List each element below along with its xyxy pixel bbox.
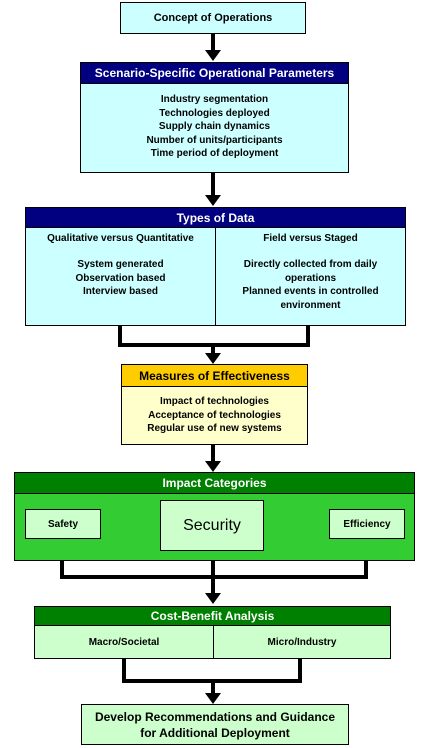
data-type-item: operations [284,272,337,284]
micro-industry-cell: Micro/Industry [214,626,390,659]
data-type-item: environment [280,299,341,311]
parameters-box: Scenario-Specific Operational Parameters… [80,62,349,173]
effectiveness-list: Impact of technologies Acceptance of tec… [122,395,307,436]
field-staged-title: Field versus Staged [263,233,358,244]
security-box: Security [160,500,264,551]
parameter-item: Time period of deployment [150,148,279,159]
micro-industry-label: Micro/Industry [267,637,337,648]
macro-societal-label: Macro/Societal [88,637,160,648]
effectiveness-header: Measures of Effectiveness [121,364,308,387]
data-type-item: System generated [77,259,164,270]
arrowhead-parameters [205,50,221,61]
parameters-title: Scenario-Specific Operational Parameters [94,66,335,80]
connector-cost-merge [122,659,302,683]
field-staged-list: Directly collected from daily operations… [216,258,405,312]
efficiency-label: Efficiency [343,518,391,530]
parameter-item: Supply chain dynamics [158,121,271,132]
data-types-title: Types of Data [176,210,255,225]
cost-benefit-box: Cost-Benefit Analysis Macro/Societal Mic… [34,606,391,659]
safety-box: Safety [25,509,101,539]
arrowhead-impact [205,461,221,472]
recommendations-box: Develop Recommendations and Guidance for… [81,704,349,745]
impact-header: Impact Categories [14,472,415,494]
data-type-item: Planned events in controlled [242,286,379,297]
qualitative-quantitative-title: Qualitative versus Quantitative [47,233,194,244]
parameter-item: Industry segmentation [160,94,269,105]
effectiveness-item: Acceptance of technologies [148,409,281,421]
arrowhead-recommendations [205,693,221,704]
data-type-item: Interview based [82,286,159,297]
recommendations-line-1: Develop Recommendations and Guidance [94,709,336,724]
cost-benefit-divider [213,626,214,659]
qualitative-list: System generated Observation based Inter… [26,258,215,299]
effectiveness-box: Measures of Effectiveness Impact of tech… [121,364,308,445]
effectiveness-item: Regular use of new systems [147,423,282,434]
cost-benefit-header: Cost-Benefit Analysis [34,606,391,626]
impact-title: Impact Categories [162,476,267,490]
data-type-item: Observation based [75,272,166,284]
safety-label: Safety [47,518,78,530]
data-types-box: Types of Data Qualitative versus Quantit… [25,207,406,326]
arrowhead-cost [205,593,221,604]
parameter-item: Number of units/participants [146,134,283,146]
concept-title: Concept of Operations [153,12,273,24]
efficiency-box: Efficiency [329,509,405,539]
parameter-item: Technologies deployed [159,107,270,119]
effectiveness-item: Impact of technologies [160,396,269,407]
impact-box: Impact Categories Safety Security Effici… [14,472,415,561]
recommendations-line-2: for Additional Deployment [140,725,290,740]
data-types-divider [215,228,216,326]
parameters-header: Scenario-Specific Operational Parameters [80,62,349,84]
arrowhead-data [205,195,221,206]
connector-data-merge [118,325,310,347]
cost-benefit-title: Cost-Benefit Analysis [150,609,275,623]
parameters-list: Industry segmentation Technologies deplo… [81,93,348,161]
data-types-header: Types of Data [25,207,406,228]
data-type-item: Directly collected from daily [243,259,378,270]
concept-box: Concept of Operations [120,2,306,34]
security-label: Security [183,516,241,534]
macro-societal-cell: Macro/Societal [35,626,213,659]
arrowhead-effectiveness [205,353,221,364]
effectiveness-title: Measures of Effectiveness [139,368,290,383]
